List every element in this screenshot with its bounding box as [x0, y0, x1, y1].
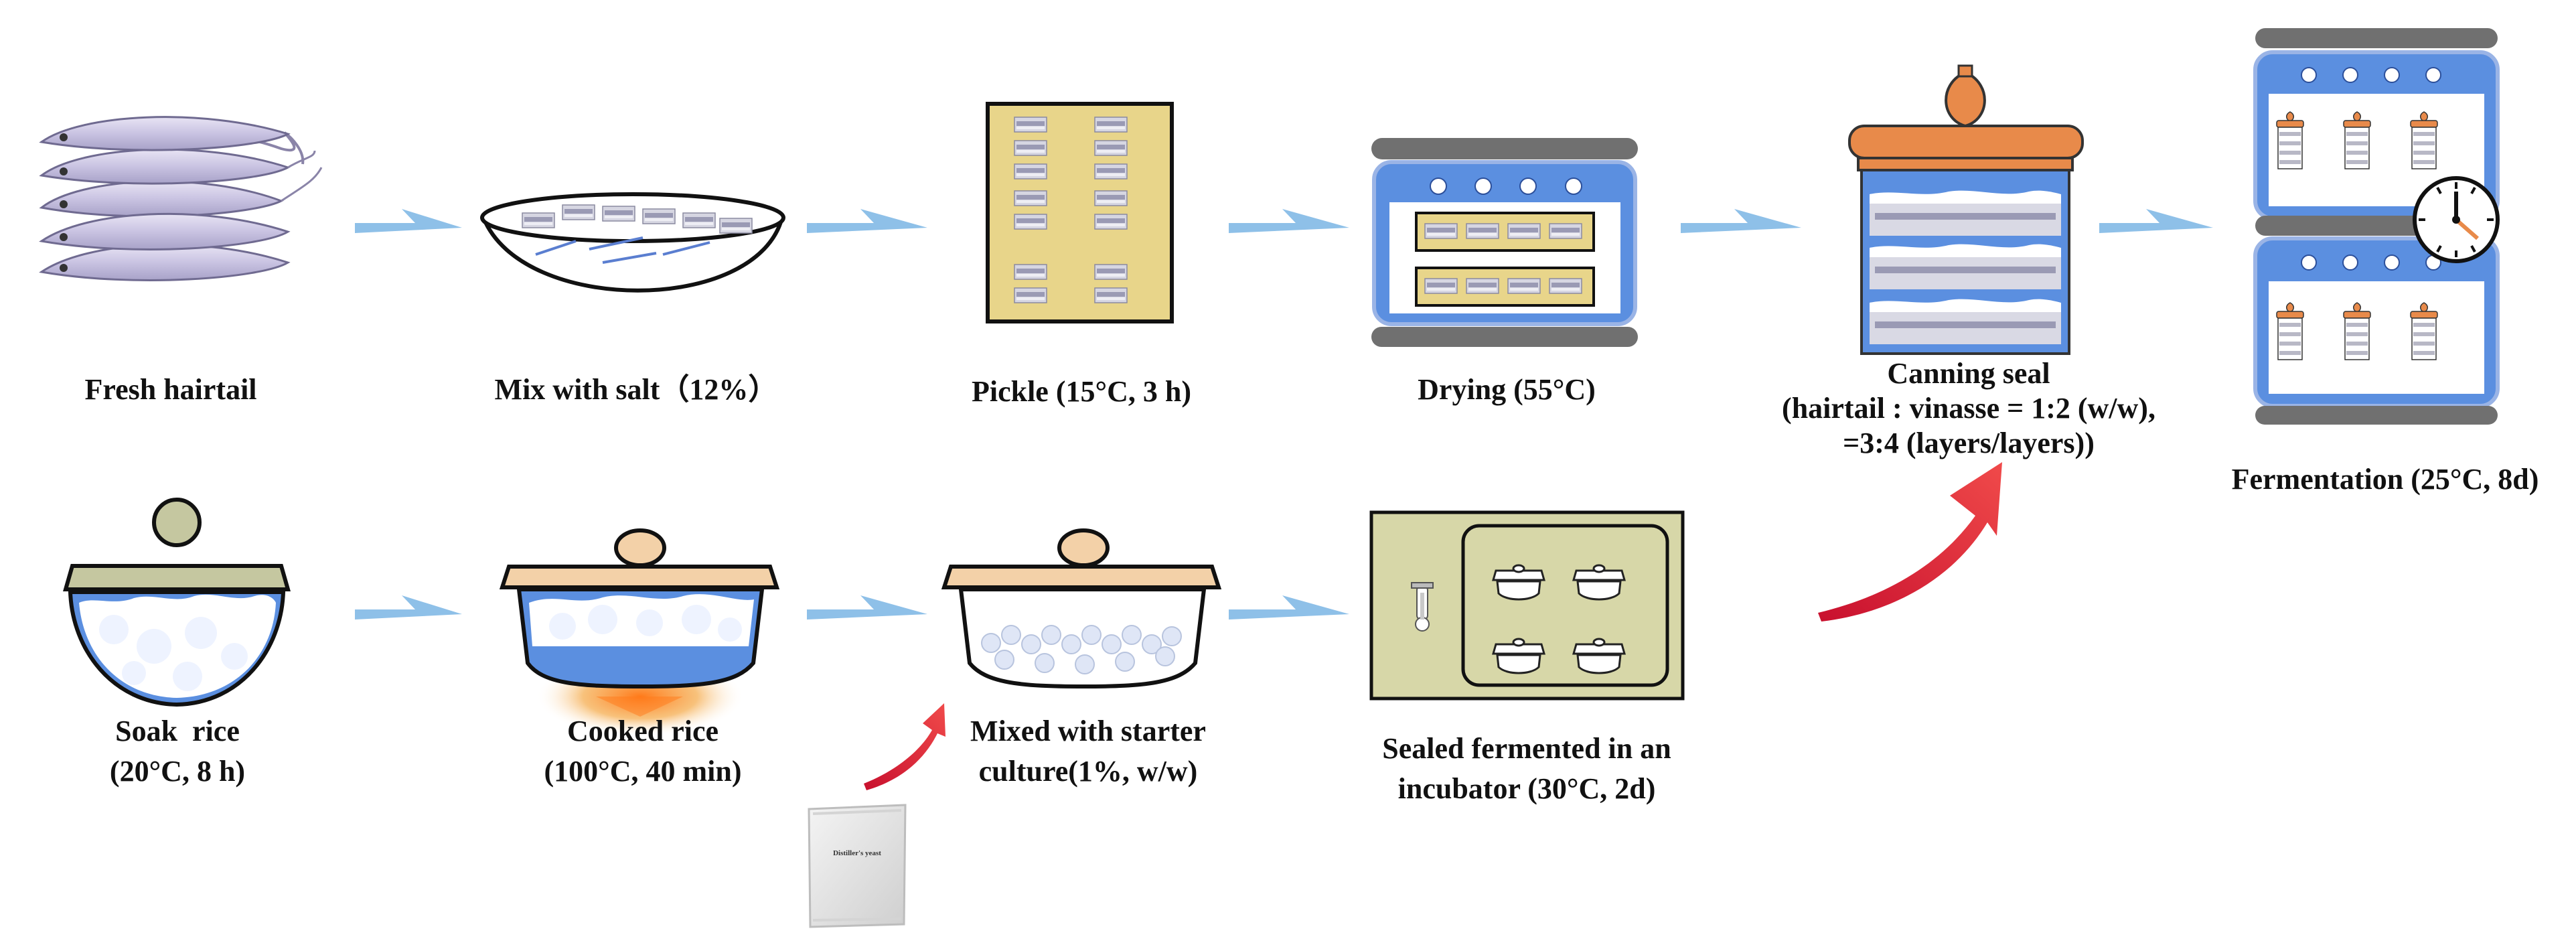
step-canning-line-2: (hairtail : vinasse = 1:2 (w/w), [1782, 392, 2155, 425]
step-sealed-ferment-line-1: Sealed fermented in an [1382, 732, 1671, 765]
canning-jar-icon [1848, 64, 2084, 355]
step-fermentation-text: Fermentation (25°C, 8d) [2231, 463, 2539, 496]
incubator-icon [1369, 510, 1685, 701]
flow-arrow-3 [1229, 209, 1349, 233]
yeast-bag-label: Distiller's yeast [817, 849, 897, 857]
step-mixed-starter: Mixed with starter culture(1%, w/w) [941, 711, 1235, 792]
flow-arrow-7 [807, 595, 927, 620]
hairtail-fish-icon [39, 116, 323, 281]
fermentation-cabinet-icon [2253, 28, 2500, 425]
starter-bowl-icon [941, 528, 1222, 689]
step-mixed-starter-line-2: culture(1%, w/w) [978, 755, 1198, 788]
flow-arrow-6 [355, 595, 462, 620]
step-fermentation: Fermentation (25°C, 8d) [2198, 459, 2573, 500]
step-soak-rice-line-1: Soak rice [115, 715, 240, 747]
step-cooked-rice: Cooked rice (100°C, 40 min) [496, 711, 790, 792]
step-mix-salt-text: Mix with salt（12%） [494, 373, 778, 406]
step-sealed-ferment: Sealed fermented in an incubator (30°C, … [1339, 729, 1714, 809]
flow-arrow-8 [1229, 595, 1349, 620]
cooked-rice-bowl-icon [499, 528, 780, 737]
step-mixed-starter-line-1: Mixed with starter [970, 715, 1206, 747]
step-canning: Canning seal (hairtail : vinasse = 1:2 (… [1714, 356, 2223, 461]
pickle-board-icon [986, 102, 1174, 323]
step-soak-rice-line-2: (20°C, 8 h) [109, 755, 246, 788]
step-cooked-rice-line-2: (100°C, 40 min) [544, 755, 742, 788]
drying-oven-icon [1371, 138, 1638, 347]
thermometer-icon [1411, 582, 1434, 632]
step-mix-salt: Mix with salt（12%） [469, 370, 804, 410]
yeast-bag-label-text: Distiller's yeast [833, 849, 881, 857]
clock-icon [2413, 176, 2500, 263]
yeast-bag-icon [808, 804, 907, 928]
yeast-curved-arrow-icon [864, 703, 945, 790]
flow-arrow-2 [807, 209, 927, 233]
soak-rice-bowl-icon [63, 498, 291, 707]
step-drying-text: Drying (55°C) [1418, 373, 1596, 406]
step-pickle: Pickle (15°C, 3 h) [934, 372, 1229, 412]
flow-arrow-5 [2099, 209, 2213, 233]
step-soak-rice: Soak rice (20°C, 8 h) [57, 711, 298, 792]
flow-arrow-4 [1681, 209, 1801, 233]
step-canning-line-3: =3:4 (layers/layers)) [1843, 427, 2095, 459]
vinasse-curved-arrow-icon [1818, 462, 2002, 622]
step-sealed-ferment-line-2: incubator (30°C, 2d) [1397, 772, 1656, 805]
step-cooked-rice-line-1: Cooked rice [566, 715, 719, 747]
step-fresh-hairtail-text: Fresh hairtail [84, 373, 257, 406]
salt-bowl-icon [480, 192, 785, 293]
step-drying: Drying (55°C) [1373, 370, 1641, 410]
step-canning-line-1: Canning seal [1887, 357, 2050, 390]
step-pickle-text: Pickle (15°C, 3 h) [971, 375, 1191, 408]
flow-arrow-1 [355, 209, 462, 233]
step-fresh-hairtail: Fresh hairtail [37, 370, 305, 410]
